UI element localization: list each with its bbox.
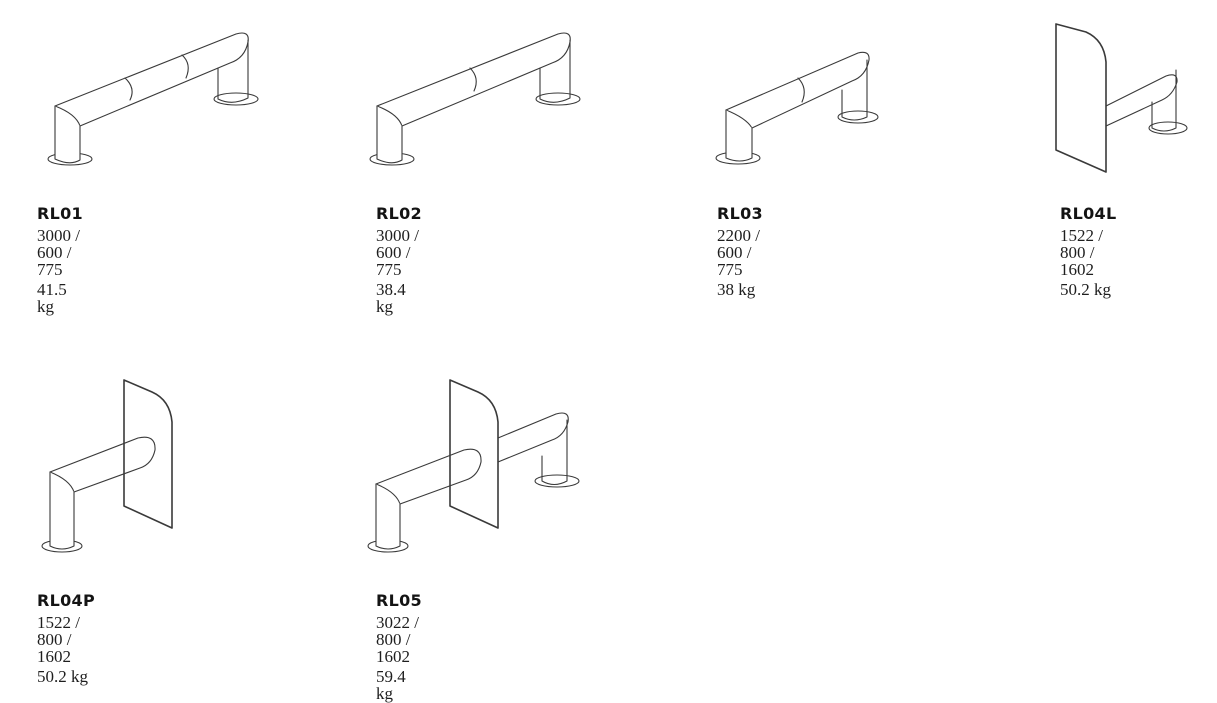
product-dimensions: 3000 / 600 / 775 bbox=[376, 226, 419, 279]
product-code: RL01 bbox=[37, 204, 83, 223]
product-code: RL02 bbox=[376, 204, 422, 223]
product-weight: 41.5 kg bbox=[37, 280, 67, 316]
product-weight: 50.2 kg bbox=[1060, 280, 1111, 299]
product-code: RL05 bbox=[376, 591, 422, 610]
double-post-rail-icon bbox=[47, 32, 259, 166]
rail-drawing-rl05 bbox=[366, 378, 586, 558]
rail-drawing-rl04l bbox=[1050, 20, 1195, 175]
product-weight: 50.2 kg bbox=[37, 667, 88, 686]
product-code: RL03 bbox=[717, 204, 763, 223]
product-dimensions: 2200 / 600 / 775 bbox=[717, 226, 760, 279]
double-post-rail-icon bbox=[715, 51, 879, 165]
product-weight: 59.4 kg bbox=[376, 667, 406, 703]
wall-plate-rail-icon bbox=[41, 379, 173, 553]
product-weight: 38.4 kg bbox=[376, 280, 406, 316]
rail-drawing-rl04p bbox=[40, 378, 180, 558]
product-weight: 38 kg bbox=[717, 280, 756, 299]
product-code: RL04L bbox=[1060, 204, 1117, 223]
rail-drawing-rl03 bbox=[712, 48, 892, 173]
rail-drawing-rl02 bbox=[362, 28, 592, 178]
plate-through-rail-icon bbox=[367, 379, 580, 553]
product-dimensions: 3022 / 800 / 1602 bbox=[376, 613, 419, 666]
double-post-rail-icon bbox=[369, 32, 581, 166]
rail-drawing-rl01 bbox=[40, 28, 270, 178]
product-dimensions: 1522 / 800 / 1602 bbox=[1060, 226, 1103, 279]
product-dimensions: 1522 / 800 / 1602 bbox=[37, 613, 80, 666]
product-code: RL04P bbox=[37, 591, 96, 610]
wall-plate-rail-icon bbox=[1055, 23, 1188, 173]
product-dimensions: 3000 / 600 / 775 bbox=[37, 226, 80, 279]
